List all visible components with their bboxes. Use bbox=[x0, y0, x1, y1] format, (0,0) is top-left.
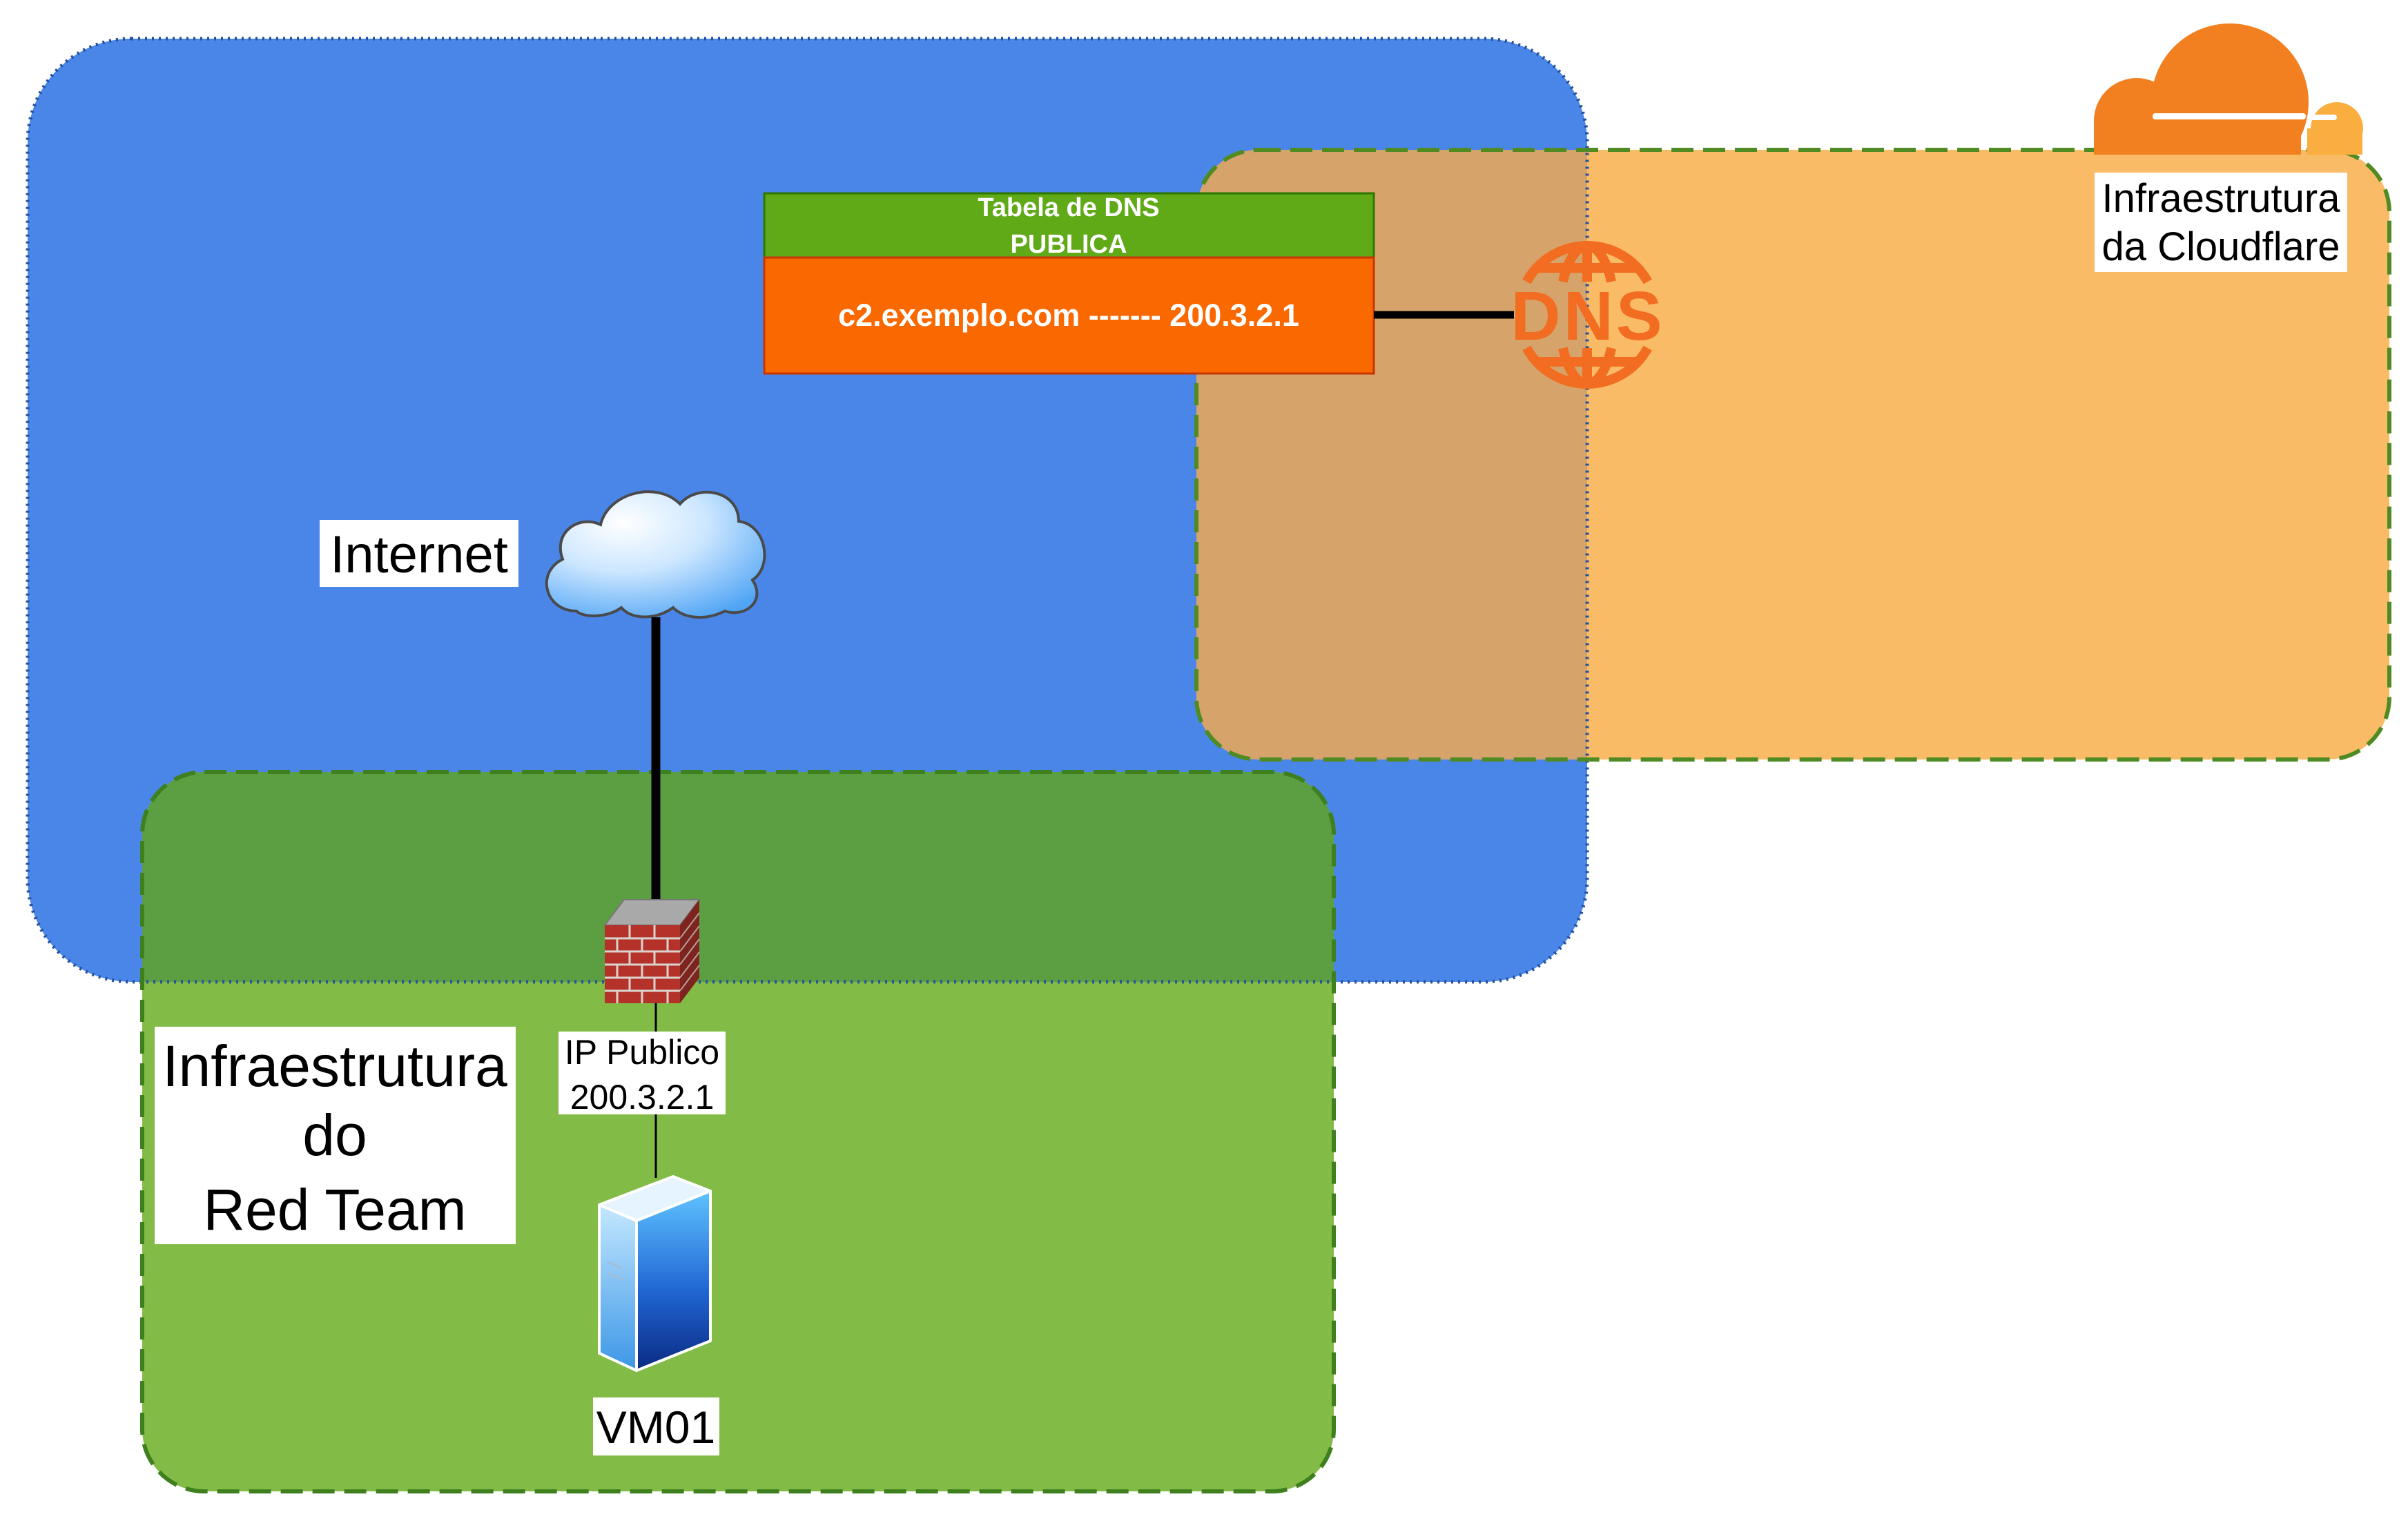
internet-label-text: Internet bbox=[330, 525, 508, 584]
red-team-label-line-2: do bbox=[302, 1103, 367, 1168]
internet-cloud-icon bbox=[545, 490, 766, 619]
dns-table-body bbox=[763, 256, 1375, 375]
server-label-text: VM01 bbox=[596, 1402, 715, 1453]
dns-table-header bbox=[763, 192, 1375, 259]
firewall-icon bbox=[603, 899, 701, 1003]
public-ip-label: IP Publico 200.3.2.1 bbox=[559, 1032, 726, 1116]
dns-globe-icon bbox=[1522, 240, 1652, 389]
cloudflare-logo-icon bbox=[2094, 23, 2363, 155]
dns-icon-letters: DNS bbox=[1511, 278, 1664, 355]
cloudflare-zone-border bbox=[1194, 148, 2391, 762]
red-team-zone-label: Infraestrutura do Red Team bbox=[155, 1027, 516, 1244]
cloudflare-internet-overlap bbox=[1196, 150, 1587, 760]
dns-record: c2.exemplo.com ------- 200.3.2.1 bbox=[838, 298, 1299, 333]
public-ip-address: 200.3.2.1 bbox=[570, 1078, 715, 1116]
cloudflare-zone-label: Infraestrutura da Cloudflare bbox=[2095, 173, 2347, 272]
red-team-zone-border bbox=[140, 770, 1336, 1493]
public-ip-label-line-1: IP Publico bbox=[565, 1033, 719, 1072]
redteam-internet-overlap bbox=[142, 772, 1334, 982]
dns-table: Tabela de DNS PUBLICA c2.exemplo.com ---… bbox=[763, 192, 1375, 375]
internet-label: Internet bbox=[320, 520, 518, 587]
red-team-label-line-3: Red Team bbox=[203, 1177, 466, 1242]
cloudflare-label-line-1: Infraestrutura bbox=[2102, 176, 2341, 221]
dns-table-subtitle: PUBLICA bbox=[1011, 230, 1127, 259]
red-team-label-line-1: Infraestrutura bbox=[162, 1034, 507, 1099]
server-icon bbox=[598, 1175, 712, 1372]
dns-table-title: Tabela de DNS bbox=[978, 193, 1159, 222]
cloudflare-label-line-2: da Cloudflare bbox=[2102, 224, 2340, 269]
zone-overlaps bbox=[142, 150, 1587, 982]
server-label: VM01 bbox=[593, 1397, 719, 1455]
